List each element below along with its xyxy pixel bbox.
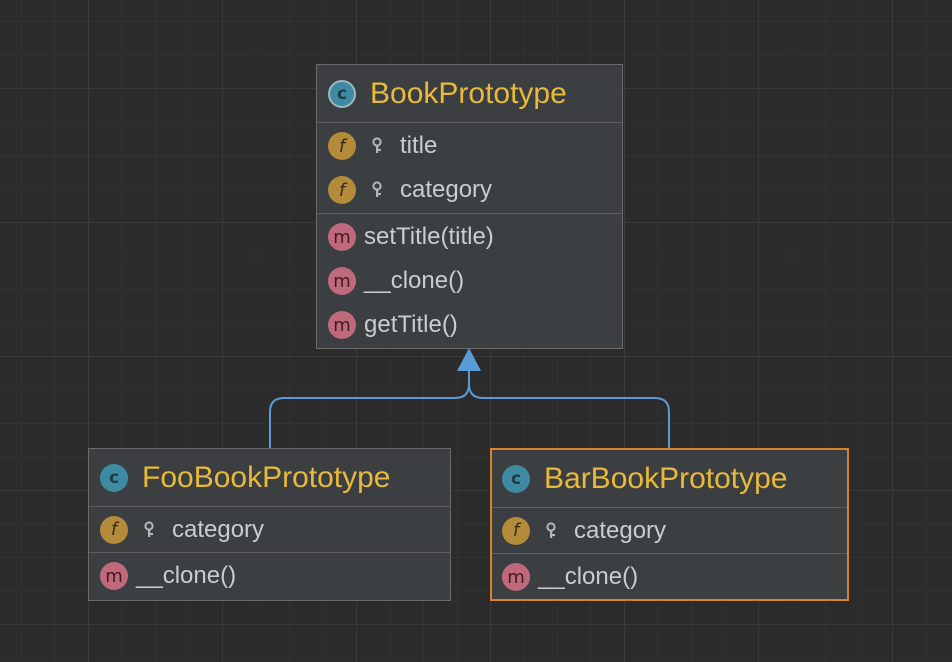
- fields-section: f category: [89, 507, 450, 553]
- inheritance-line-bar: [468, 370, 670, 448]
- class-header: c FooBookPrototype: [89, 449, 450, 507]
- inheritance-line-foo: [269, 370, 470, 448]
- field-name: title: [400, 132, 438, 159]
- method-icon: m: [328, 223, 356, 251]
- field-icon: f: [328, 176, 356, 204]
- method-icon: m: [328, 311, 356, 339]
- lock-icon: [138, 520, 160, 539]
- method-name: __clone(): [364, 267, 465, 294]
- class-header: c BookPrototype: [317, 65, 622, 123]
- class-name: FooBookPrototype: [142, 460, 391, 494]
- method-row-clone[interactable]: m __clone(): [492, 554, 847, 600]
- class-book-prototype[interactable]: c BookPrototype f title f category m set…: [316, 64, 623, 349]
- method-icon: m: [100, 562, 128, 590]
- class-name: BarBookPrototype: [544, 461, 788, 495]
- field-name: category: [172, 515, 265, 543]
- class-type-icon: c: [328, 79, 356, 108]
- inheritance-arrowhead: [457, 348, 481, 371]
- class-type-icon: c: [502, 464, 530, 493]
- lock-icon: [366, 137, 388, 155]
- method-name: setTitle(title): [364, 223, 494, 250]
- class-name: BookPrototype: [370, 76, 567, 110]
- fields-section: f category: [492, 508, 847, 554]
- field-row-title[interactable]: f title: [317, 124, 622, 168]
- method-row-gettitle[interactable]: m getTitle(): [317, 303, 622, 347]
- fields-section: f title f category: [317, 123, 622, 214]
- field-icon: f: [502, 516, 530, 545]
- field-row-category[interactable]: f category: [89, 507, 450, 552]
- methods-section: m __clone(): [492, 554, 847, 600]
- field-name: category: [574, 516, 667, 544]
- class-type-icon: c: [100, 463, 128, 492]
- method-name: __clone(): [136, 562, 237, 589]
- lock-icon: [366, 181, 388, 199]
- method-row-clone[interactable]: m __clone(): [317, 259, 622, 303]
- methods-section: m __clone(): [89, 553, 450, 599]
- class-header: c BarBookPrototype: [492, 450, 847, 508]
- field-icon: f: [100, 515, 128, 544]
- field-row-category[interactable]: f category: [317, 168, 622, 212]
- method-name: getTitle(): [364, 311, 458, 338]
- field-name: category: [400, 176, 493, 203]
- method-icon: m: [502, 563, 530, 591]
- method-icon: m: [328, 267, 356, 295]
- lock-icon: [540, 521, 562, 540]
- class-bar-book-prototype[interactable]: c BarBookPrototype f category m __clone(…: [490, 448, 849, 601]
- method-row-settitle[interactable]: m setTitle(title): [317, 215, 622, 259]
- method-name: __clone(): [538, 563, 639, 590]
- class-foo-book-prototype[interactable]: c FooBookPrototype f category m __clone(…: [88, 448, 451, 601]
- field-row-category[interactable]: f category: [492, 508, 847, 553]
- field-icon: f: [328, 132, 356, 160]
- methods-section: m setTitle(title) m __clone() m getTitle…: [317, 214, 622, 347]
- method-row-clone[interactable]: m __clone(): [89, 553, 450, 599]
